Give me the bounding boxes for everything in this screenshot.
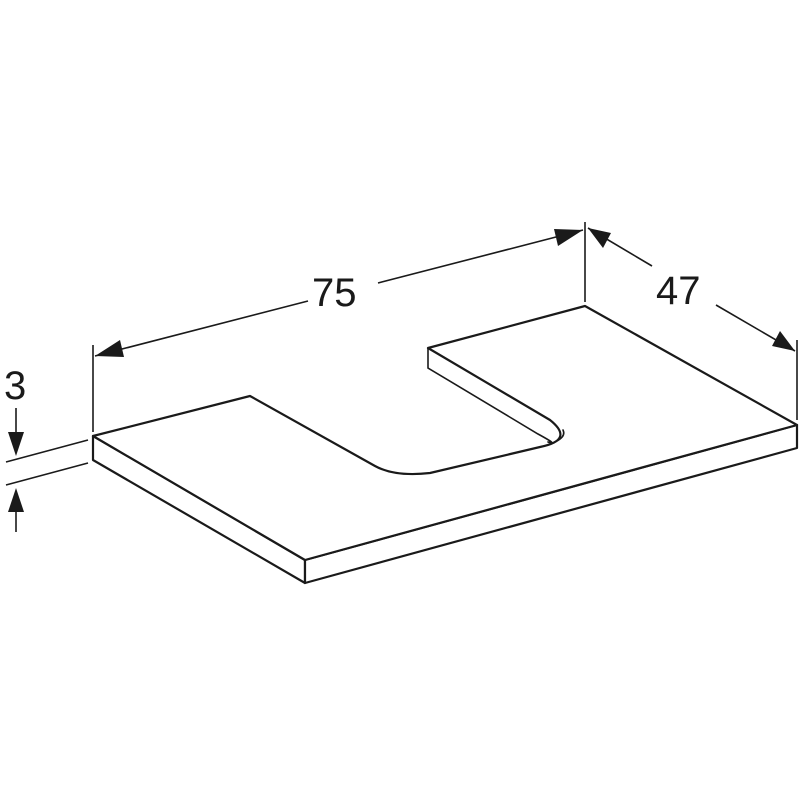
thickness-arrow-up (8, 488, 24, 512)
thickness-arrow-down (8, 432, 24, 456)
cutout-inner-edge (427, 347, 554, 444)
thickness-extension-bottom (5, 462, 89, 486)
thickness-extension-top (5, 439, 89, 463)
width-label: 75 (312, 271, 357, 315)
depth-arrow-bottom (772, 331, 795, 351)
width-arrow-right (554, 229, 583, 246)
width-dimension-line-left (94, 300, 309, 357)
depth-label: 47 (656, 269, 701, 313)
width-dimension-line-right (377, 229, 584, 284)
depth-arrow-top (588, 228, 611, 248)
width-arrow-left (95, 340, 124, 357)
cutout-curve-edge (539, 429, 565, 448)
thickness-label: 3 (4, 364, 26, 408)
